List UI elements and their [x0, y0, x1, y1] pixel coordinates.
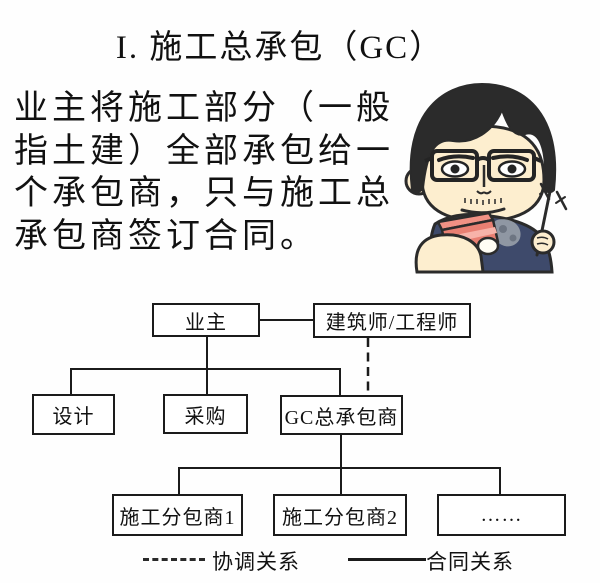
intro-line: 业主将施工部分（一般 [14, 90, 394, 127]
intro-line: 承包商签订合同。 [14, 217, 318, 255]
node-subcontractor-2: 施工分包商2 [273, 494, 407, 536]
glasses-icon [424, 149, 542, 182]
mouth [460, 207, 506, 215]
shoulder-pattern [492, 219, 521, 247]
node-gc-general-contractor: GC总承包商 [280, 395, 403, 435]
eyebrow [491, 154, 529, 162]
node-architect-engineer: 建筑师/工程师 [313, 303, 471, 338]
intro-line: 个承包商，只与施工总 [14, 175, 394, 212]
legend-solid-label: 合同关系 [426, 550, 514, 574]
node-procurement: 采购 [163, 394, 248, 434]
intro-text: 业主将施工部分（一般 指土建）全部承包给一 个承包商，只与施工总 承包商签订合同… [14, 88, 394, 258]
eyes [440, 160, 527, 178]
hair [409, 83, 557, 194]
arm [414, 233, 485, 274]
legend-solid-line [348, 558, 426, 561]
page-title: I. 施工总承包（GC） [115, 30, 445, 66]
node-subcontractor-1: 施工分包商1 [112, 494, 243, 536]
eyebrow [437, 154, 475, 162]
node-owner: 业主 [152, 303, 260, 337]
node-design: 设计 [32, 394, 115, 435]
legend-dashed-label: 协调关系 [212, 550, 300, 574]
node-others: …… [437, 494, 566, 536]
man-with-glasses-holding-book-and-pointer-icon [404, 83, 568, 274]
intro-line: 指土建）全部承包给一 [14, 132, 394, 170]
hand [476, 236, 500, 256]
stubble [464, 198, 502, 205]
legend-dashed-line [143, 558, 205, 561]
nose [476, 165, 492, 195]
fist [530, 229, 556, 255]
